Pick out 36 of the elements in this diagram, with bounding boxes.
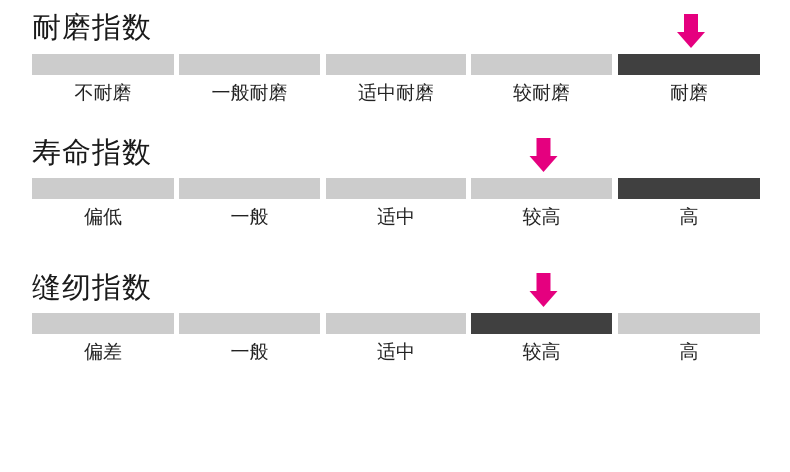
scale-label: 适中 (377, 206, 415, 228)
scale-label: 较耐磨 (513, 82, 570, 104)
scale-label: 一般 (230, 206, 268, 228)
rating-bar (179, 54, 320, 75)
pointer-arrow (530, 138, 558, 172)
pointer-arrow (530, 273, 558, 307)
rating-bar (326, 54, 466, 75)
scale-label: 高 (680, 206, 698, 228)
rating-bar (32, 313, 174, 334)
scale-label: 较高 (522, 341, 560, 363)
rating-bar (326, 178, 466, 199)
scale-label: 偏差 (84, 341, 122, 363)
rating-bar (32, 54, 174, 75)
scale-label: 一般耐磨 (212, 82, 288, 104)
rating-bar (618, 54, 760, 75)
rating-bar (618, 313, 760, 334)
rating-bar (471, 178, 612, 199)
section-title: 寿命指数 (32, 135, 152, 169)
rating-bar (618, 178, 760, 199)
scale-label: 高 (680, 341, 698, 363)
scale-label: 一般 (230, 341, 268, 363)
scale-label: 适中 (377, 341, 415, 363)
rating-bar (32, 178, 174, 199)
scale-label: 较高 (522, 206, 560, 228)
scale-label: 耐磨 (670, 82, 708, 104)
rating-bar (471, 54, 612, 75)
rating-bar (179, 313, 320, 334)
section-title: 耐磨指数 (32, 10, 152, 44)
scale-label: 不耐磨 (74, 82, 132, 104)
rating-bar (471, 313, 612, 334)
scale-label: 偏低 (84, 206, 122, 228)
section-title: 缝纫指数 (32, 270, 152, 304)
rating-bar (326, 313, 466, 334)
scale-label: 适中耐磨 (358, 82, 434, 104)
pointer-arrow (677, 14, 705, 48)
rating-bar (179, 178, 320, 199)
